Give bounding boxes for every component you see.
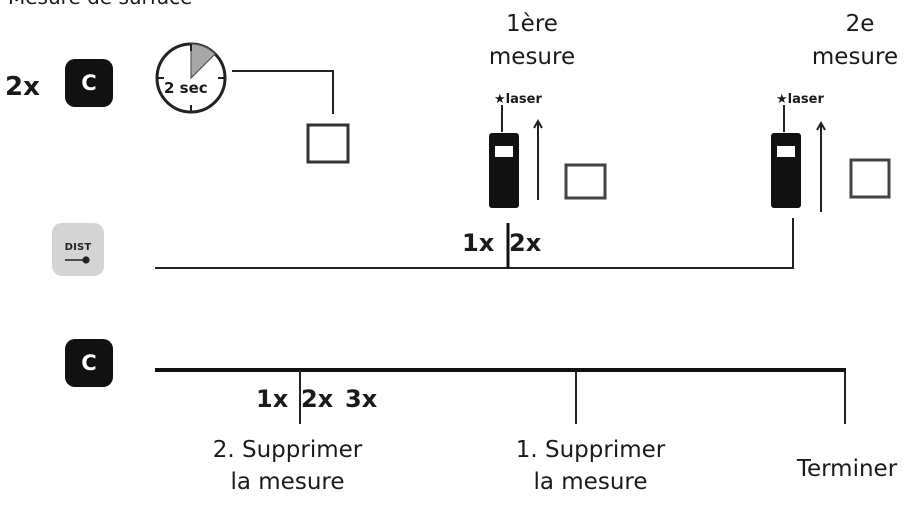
laser-label-1: ★laser xyxy=(494,92,542,107)
timer-clock-icon xyxy=(155,42,227,114)
reset-square-icon xyxy=(306,123,350,164)
result-square-icon-1 xyxy=(564,163,607,200)
timer-connector-line xyxy=(232,70,334,114)
c-key-bottom-label: C xyxy=(81,351,97,375)
dist-count-2: 2x xyxy=(509,229,542,257)
second-measure-line1: 2e xyxy=(845,11,875,37)
c-key-top: C xyxy=(65,59,113,107)
dist-key-arrow-icon xyxy=(65,256,90,264)
laser-device-icon-1 xyxy=(489,105,543,208)
c-count-2: 2x xyxy=(301,385,334,413)
outcome-2-line1: 1. Supprimer xyxy=(515,437,666,463)
c-count-1: 1x xyxy=(256,385,289,413)
laser-label-2-text: laser xyxy=(787,92,824,107)
outcome-1-line2: la mesure xyxy=(230,469,345,495)
dist-key-label: DIST xyxy=(64,242,92,253)
dist-timeline xyxy=(155,218,794,269)
c-key-bottom: C xyxy=(65,339,113,387)
dist-count-1: 1x xyxy=(462,229,495,257)
laser-device-icon-2 xyxy=(771,105,826,212)
outcome-2-line2: la mesure xyxy=(533,469,648,495)
dist-key: DIST xyxy=(52,223,104,276)
header-cut: Mesure de surface xyxy=(0,0,470,12)
header-text: Mesure de surface xyxy=(8,0,192,9)
c-key-top-label: C xyxy=(81,71,97,95)
laser-label-2: ★laser xyxy=(776,92,824,107)
outcome-3-line1: Terminer xyxy=(796,456,898,482)
c-count-3: 3x xyxy=(345,385,378,413)
timer-duration-label: 2 sec xyxy=(164,79,208,97)
first-measure-line2: mesure xyxy=(488,44,576,70)
first-measure-line1: 1ère xyxy=(506,11,558,37)
timer-press-count: 2x xyxy=(5,72,40,102)
laser-label-1-text: laser xyxy=(505,92,542,107)
result-square-icon-2 xyxy=(849,158,891,199)
second-measure-line2: mesure xyxy=(811,44,899,70)
outcome-1-line1: 2. Supprimer xyxy=(212,437,363,463)
